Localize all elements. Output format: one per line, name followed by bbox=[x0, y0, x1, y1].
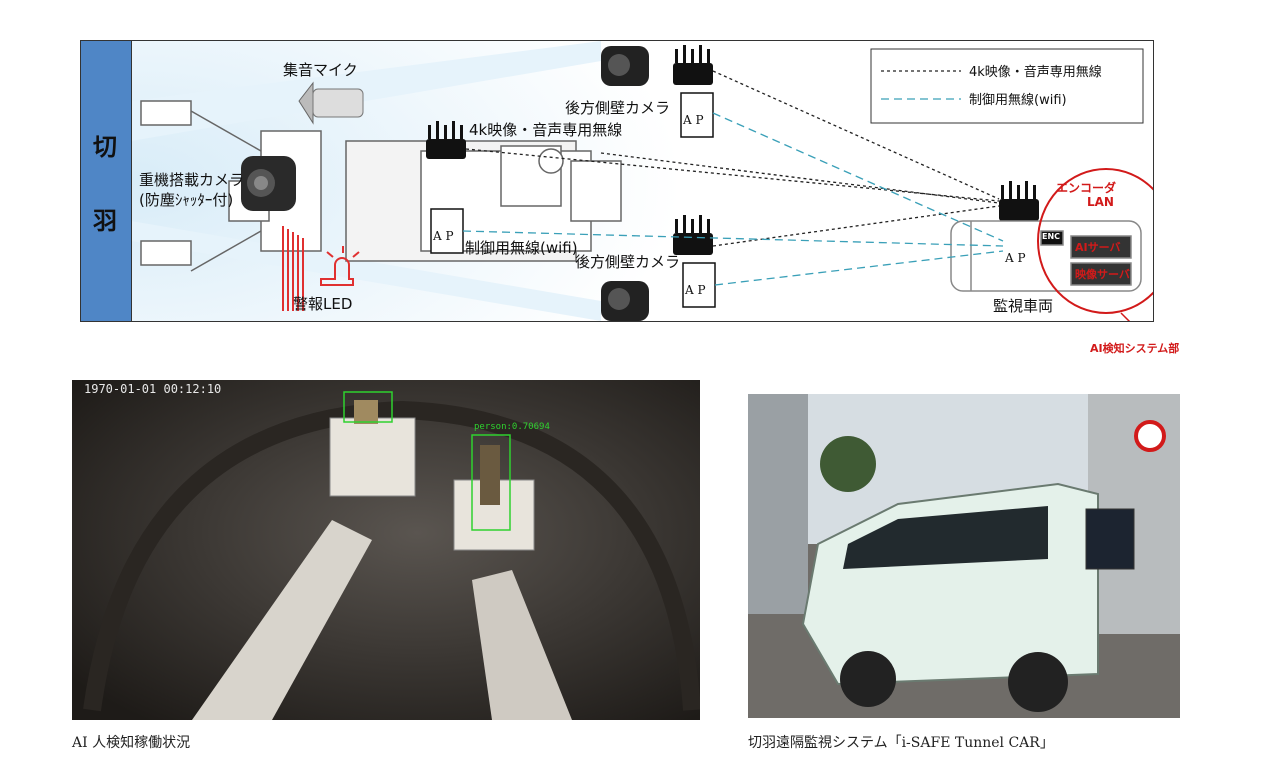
wireless-wifi-label: 制御用無線(wifi) bbox=[465, 239, 578, 257]
router-icon-vehicle bbox=[999, 181, 1039, 221]
detection-box-2 bbox=[471, 434, 511, 531]
ap-label-bottom: A P bbox=[685, 283, 706, 297]
alarm-led-icon bbox=[282, 226, 360, 311]
video-server-label: 映像サーバ bbox=[1075, 268, 1130, 281]
rear-monitor bbox=[1085, 508, 1135, 570]
monitor-vehicle-label: 監視車両 bbox=[993, 297, 1054, 315]
tunnel-face-strip bbox=[81, 41, 132, 321]
encoder-label: エンコーダ bbox=[1056, 181, 1117, 195]
rear-camera-bottom-label: 後方側壁カメラ bbox=[575, 253, 681, 271]
detection-label: person:0.70694 bbox=[474, 422, 550, 432]
lan-label: LAN bbox=[1087, 195, 1114, 209]
van-windows bbox=[843, 506, 1048, 569]
rear-wheel bbox=[1008, 652, 1068, 712]
worker-left bbox=[354, 400, 378, 424]
legend-wifi-label: 制御用無線(wifi) bbox=[969, 93, 1067, 108]
detection-box-1 bbox=[343, 391, 393, 423]
rear-camera-top-label: 後方側壁カメラ bbox=[565, 99, 671, 117]
basket-left bbox=[329, 417, 416, 497]
face-label-top: 切 bbox=[93, 133, 117, 161]
router-icon-bottom bbox=[673, 215, 713, 255]
diagram-graphics bbox=[131, 41, 1153, 321]
vehicle-scene bbox=[748, 394, 1180, 718]
face-label-bottom: 羽 bbox=[93, 207, 117, 235]
legend-4k-label: 4k映像・音声専用無線 bbox=[969, 65, 1102, 80]
wireless-wifi-lines bbox=[462, 112, 1004, 286]
boom-right bbox=[472, 570, 572, 720]
enc-box-label: ENC bbox=[1042, 232, 1061, 241]
boom-left bbox=[192, 520, 372, 720]
video-timestamp: 1970-01-01 00:12:10 bbox=[84, 382, 222, 396]
tree bbox=[820, 436, 876, 492]
speed-sign bbox=[1134, 420, 1166, 452]
heavy-camera-icon bbox=[241, 156, 296, 211]
ai-system-label: AI検知システム部 bbox=[1090, 342, 1180, 355]
ap-label-top: A P bbox=[683, 113, 704, 127]
worker-right bbox=[480, 445, 500, 505]
wireless-4k-label: 4k映像・音声専用無線 bbox=[469, 121, 623, 139]
ap-label-machine: A P bbox=[433, 229, 454, 243]
wireless-4k-lines bbox=[465, 70, 1000, 247]
rear-camera-bottom-icon bbox=[601, 281, 649, 321]
ai-system-highlight bbox=[1037, 168, 1153, 314]
rear-camera-top-icon bbox=[601, 46, 649, 86]
router-icon-top bbox=[673, 45, 713, 85]
ai-detection-scene bbox=[72, 380, 700, 720]
heavy-camera-label-1: 重機搭載カメラ bbox=[139, 171, 245, 189]
legend-box bbox=[870, 48, 1144, 124]
microphone-label: 集音マイク bbox=[283, 61, 358, 79]
heavy-camera-label-2: (防塵ｼｬｯﾀｰ付) bbox=[139, 191, 234, 209]
ai-server-label: AIサーバ bbox=[1075, 241, 1121, 254]
left-photo-caption: AI 人検知稼働状況 bbox=[72, 735, 191, 751]
alarm-led-label: 警報LED bbox=[293, 295, 353, 313]
ap-label-vehicle: A P bbox=[1005, 251, 1026, 265]
tunnel-arch bbox=[83, 400, 700, 712]
vehicle-photo bbox=[748, 394, 1180, 718]
microphone-icon bbox=[298, 81, 364, 125]
router-icon-machine bbox=[426, 121, 466, 159]
system-diagram: 切 羽 集音マイク 重機搭載カメラ (防塵ｼｬｯﾀｰ付) 警報LED 後方側壁カ… bbox=[80, 40, 1154, 322]
monitor-vehicle-shape bbox=[950, 220, 1142, 292]
front-wheel bbox=[840, 651, 896, 707]
building-left bbox=[748, 394, 808, 614]
right-photo-caption: 切羽遠隔監視システム「i-SAFE Tunnel CAR」 bbox=[748, 735, 1054, 751]
ai-detection-photo: 1970-01-01 00:12:10 person:0.70694 bbox=[72, 380, 700, 720]
